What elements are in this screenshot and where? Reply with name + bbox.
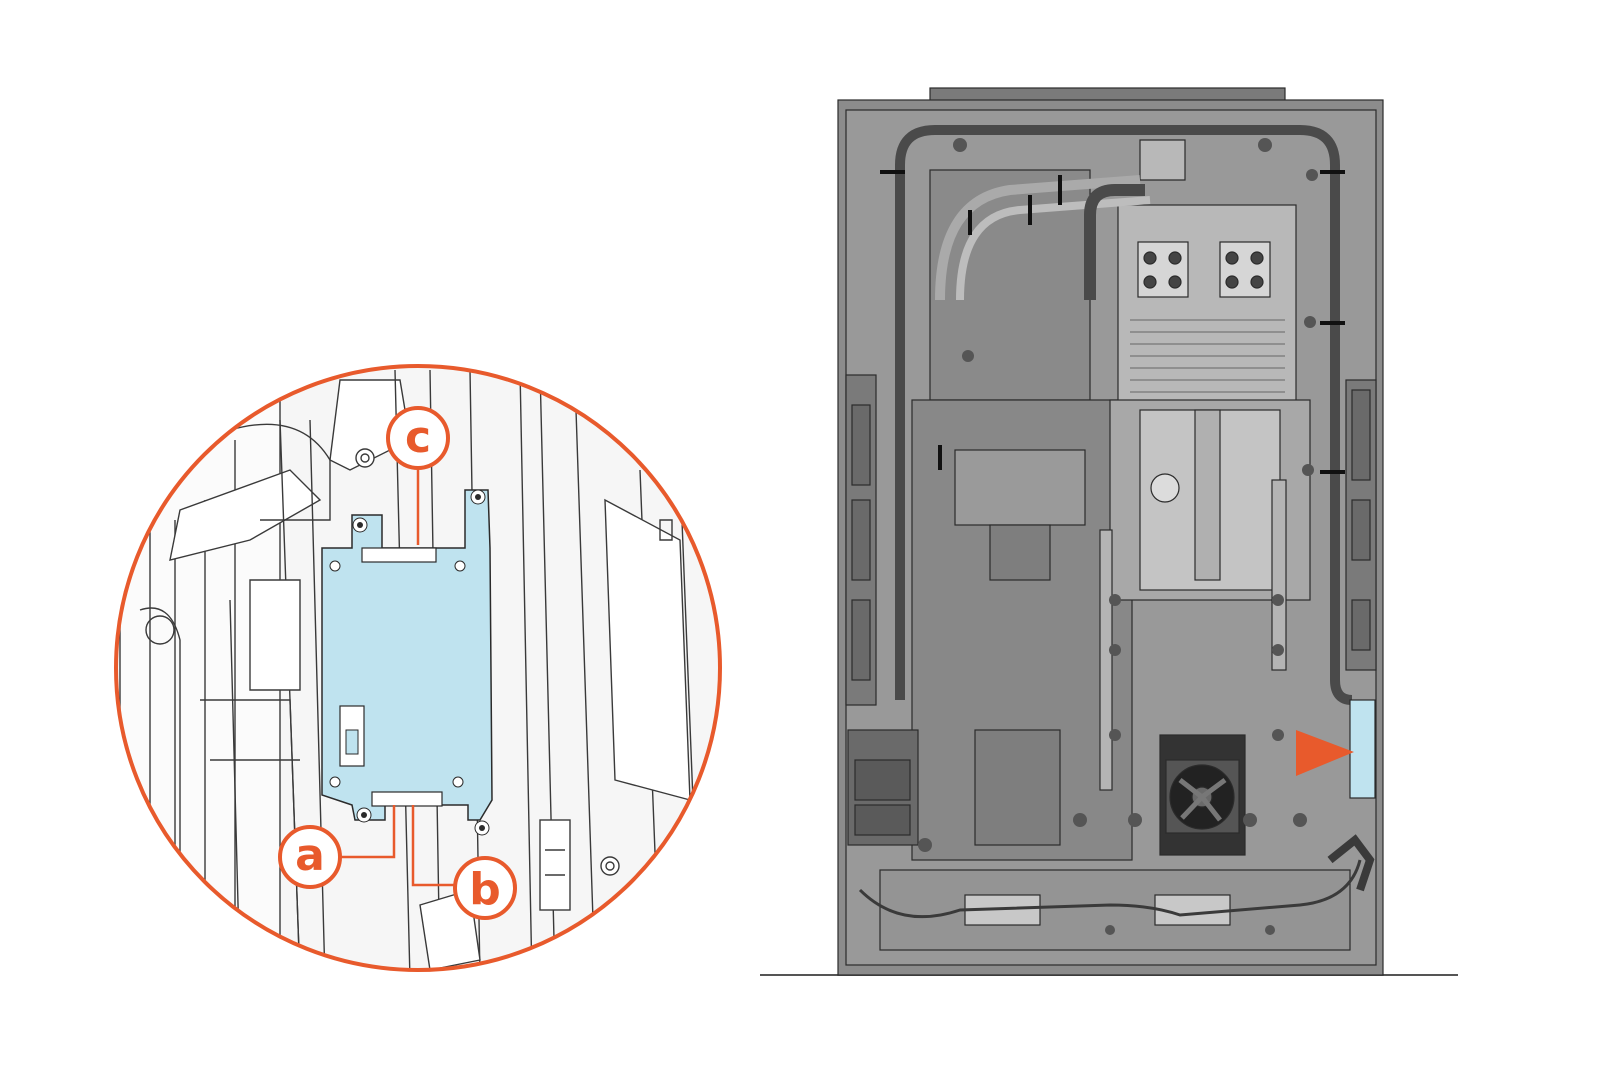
fan-icon <box>1159 734 1246 856</box>
cabinet-overview <box>760 87 1458 976</box>
callout-c: c <box>386 406 450 470</box>
svg-text:b: b <box>469 864 501 915</box>
callout-a: a <box>278 825 342 889</box>
highlighted-module <box>321 489 493 836</box>
zoom-detail: c a b <box>114 364 722 972</box>
callout-b: b <box>453 856 517 920</box>
highlighted-module-location <box>1349 699 1376 799</box>
arrow-pointer-icon <box>1296 730 1354 776</box>
svg-text:a: a <box>295 830 325 881</box>
svg-text:c: c <box>405 412 431 463</box>
